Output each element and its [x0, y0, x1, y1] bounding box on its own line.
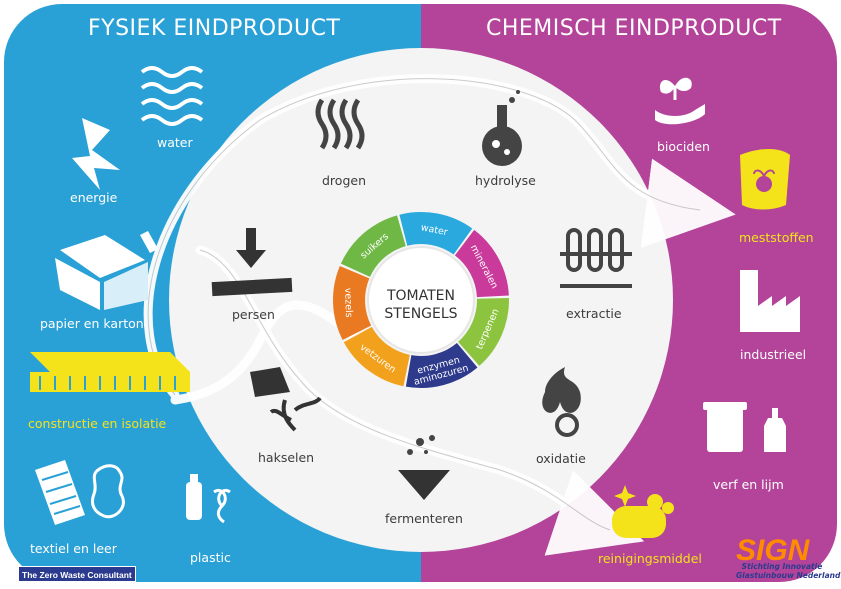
box-icon — [55, 231, 158, 310]
ring-segment-vezels — [333, 265, 372, 341]
test-tubes-icon — [560, 228, 632, 288]
fermenting-icon — [398, 435, 450, 500]
label-fermenteren: fermenteren — [385, 511, 463, 526]
fertilizer-icon — [740, 149, 790, 210]
label-constructie: constructie en isolatie — [28, 416, 167, 431]
ring-label: water — [420, 222, 449, 238]
press-icon — [211, 228, 293, 297]
zero-waste-logo: The Zero Waste Consultant — [18, 566, 136, 582]
paint-icon — [703, 402, 786, 452]
oxidizer-icon — [542, 367, 581, 437]
flow-arrows — [143, 74, 736, 556]
label-meststoffen: meststoffen — [739, 230, 814, 245]
center-line1: TOMATEN — [386, 288, 455, 304]
label-industrieel: industrieel — [740, 347, 807, 362]
ring-segment-enzymen-aminozuren — [405, 342, 478, 388]
sigi-logo: SIGN — [736, 534, 811, 567]
label-textiel: textiel en leer — [30, 541, 117, 556]
center-hub — [367, 246, 475, 354]
header-chemical: CHEMISCH EINDPRODUCT — [486, 16, 782, 41]
drying-icon — [315, 98, 365, 150]
label-water: water — [157, 135, 193, 150]
label-hakselen: hakselen — [258, 450, 315, 465]
label-verf: verf en lijm — [713, 477, 784, 492]
label-hydrolyse: hydrolyse — [475, 173, 536, 188]
sigi-mark: SIGN — [736, 534, 811, 567]
ring-segment-vetzuren — [343, 326, 410, 387]
label-papier: papier en karton — [40, 316, 144, 331]
sigi-line1: Stichting Innovatie — [741, 562, 823, 571]
ring-segment-suikers — [340, 215, 406, 277]
label-energie: energie — [70, 190, 118, 205]
sigi-caption: Stichting Innovatie Glastuinbouw Nederla… — [736, 562, 841, 580]
center-line2: STENGELS — [384, 306, 458, 322]
label-reinigingsmiddel: reinigingsmiddel — [598, 551, 702, 566]
chopping-icon — [250, 367, 322, 432]
center-label: TOMATEN STENGELS — [371, 287, 471, 323]
water-icon — [140, 66, 204, 126]
plastic-icon — [186, 474, 231, 524]
ring-segment-terpenen — [458, 297, 509, 366]
label-persen: persen — [232, 307, 275, 322]
lightning-icon — [72, 118, 120, 190]
label-drogen: drogen — [322, 173, 366, 188]
ring-label: vezels — [342, 288, 354, 318]
ring-segment-water — [399, 212, 473, 255]
header-physical: FYSIEK EINDPRODUCT — [88, 16, 341, 41]
soap-icon — [612, 485, 674, 538]
textile-icon — [35, 460, 125, 525]
flask-icon — [482, 90, 522, 166]
insulation-icon — [30, 352, 190, 392]
sigi-line2: Glastuinbouw Nederland — [736, 571, 841, 580]
label-oxidatie: oxidatie — [536, 451, 586, 466]
factory-icon — [740, 270, 800, 332]
biocide-icon — [655, 77, 705, 125]
ring-chart: watermineralenterpenenenzymenaminozurenv… — [333, 212, 509, 388]
label-plastic: plastic — [190, 550, 231, 565]
ring-segment-mineralen — [454, 229, 509, 298]
label-biociden: biociden — [657, 139, 710, 154]
label-extractie: extractie — [566, 306, 622, 321]
